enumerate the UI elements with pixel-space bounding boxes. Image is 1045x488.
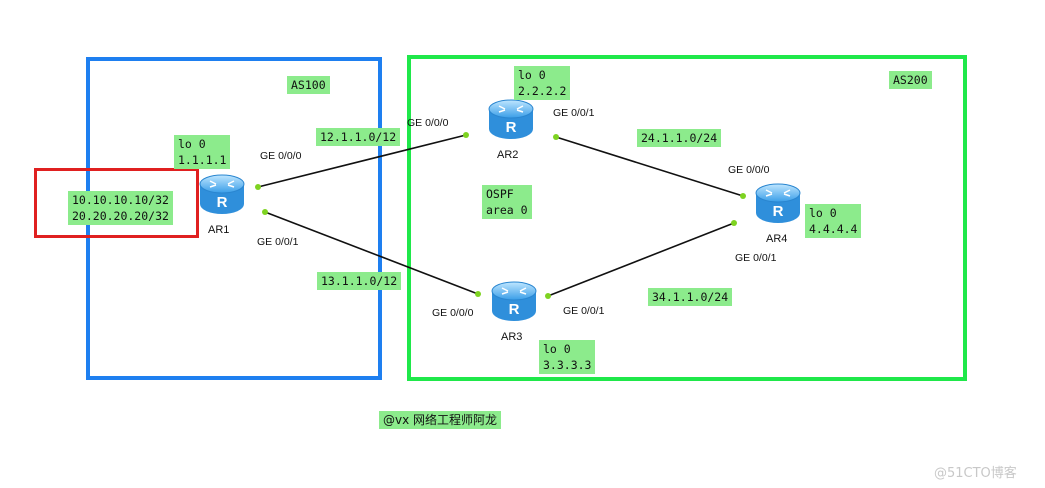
as200-boundary	[407, 55, 967, 381]
port-dot	[731, 220, 737, 226]
ar4-loopback-label: lo 0 4.4.4.4	[805, 204, 862, 238]
ar4-interface-ge001: GE 0/0/1	[735, 252, 777, 264]
ar1-extra-networks-label: 10.10.10.10/32 20.20.20.20/32	[68, 191, 173, 225]
ar1-networks-highlight	[34, 168, 199, 238]
ar2-loopback-label: lo 0 2.2.2.2	[514, 66, 571, 100]
port-dot	[475, 291, 481, 297]
ar2-interface-ge000: GE 0/0/0	[407, 117, 449, 129]
link-ar1-ar2	[257, 134, 467, 188]
ar2-interface-ge001: GE 0/0/1	[553, 107, 595, 119]
router-name-ar4: AR4	[766, 233, 788, 245]
port-dot	[255, 184, 261, 190]
ar4-router-icon: R	[755, 183, 801, 223]
port-dot	[740, 193, 746, 199]
ospf-area-label: OSPF area 0	[482, 185, 532, 219]
ar3-interface-ge000: GE 0/0/0	[432, 307, 474, 319]
port-dot	[262, 209, 268, 215]
link-ar2-ar4	[555, 136, 744, 197]
svg-text:R: R	[217, 194, 228, 211]
ar1-interface-ge001: GE 0/0/1	[257, 236, 299, 248]
ar1-router-icon: R	[199, 174, 245, 214]
as100-label: AS100	[287, 76, 330, 94]
network-label-ar3-ar4: 34.1.1.0/24	[648, 288, 733, 306]
network-label-ar1-ar2: 12.1.1.0/12	[316, 128, 401, 146]
port-dot	[463, 132, 469, 138]
port-dot	[553, 134, 559, 140]
ar3-loopback-label: lo 0 3.3.3.3	[539, 340, 596, 374]
network-label-ar1-ar3: 13.1.1.0/12	[317, 272, 402, 290]
port-dot	[545, 293, 551, 299]
router-name-ar2: AR2	[497, 149, 519, 161]
author-credit-label: @vx 网络工程师阿龙	[379, 411, 502, 429]
ar1-loopback-label: lo 0 1.1.1.1	[174, 135, 231, 169]
router-name-ar1: AR1	[208, 224, 230, 236]
router-name-ar3: AR3	[501, 331, 523, 343]
ar3-router-icon: R	[491, 281, 537, 321]
ar4-interface-ge000: GE 0/0/0	[728, 164, 770, 176]
svg-text:R: R	[773, 203, 784, 220]
site-watermark: @51CTO博客	[934, 466, 1017, 481]
link-ar3-ar4	[547, 222, 735, 297]
ar2-router-icon: R	[488, 99, 534, 139]
svg-text:R: R	[506, 119, 517, 136]
link-ar1-ar3	[264, 211, 479, 295]
ar1-interface-ge000: GE 0/0/0	[260, 150, 302, 162]
network-label-ar2-ar4: 24.1.1.0/24	[637, 129, 722, 147]
as200-label: AS200	[889, 71, 932, 89]
ar3-interface-ge001: GE 0/0/1	[563, 305, 605, 317]
svg-text:R: R	[509, 301, 520, 318]
